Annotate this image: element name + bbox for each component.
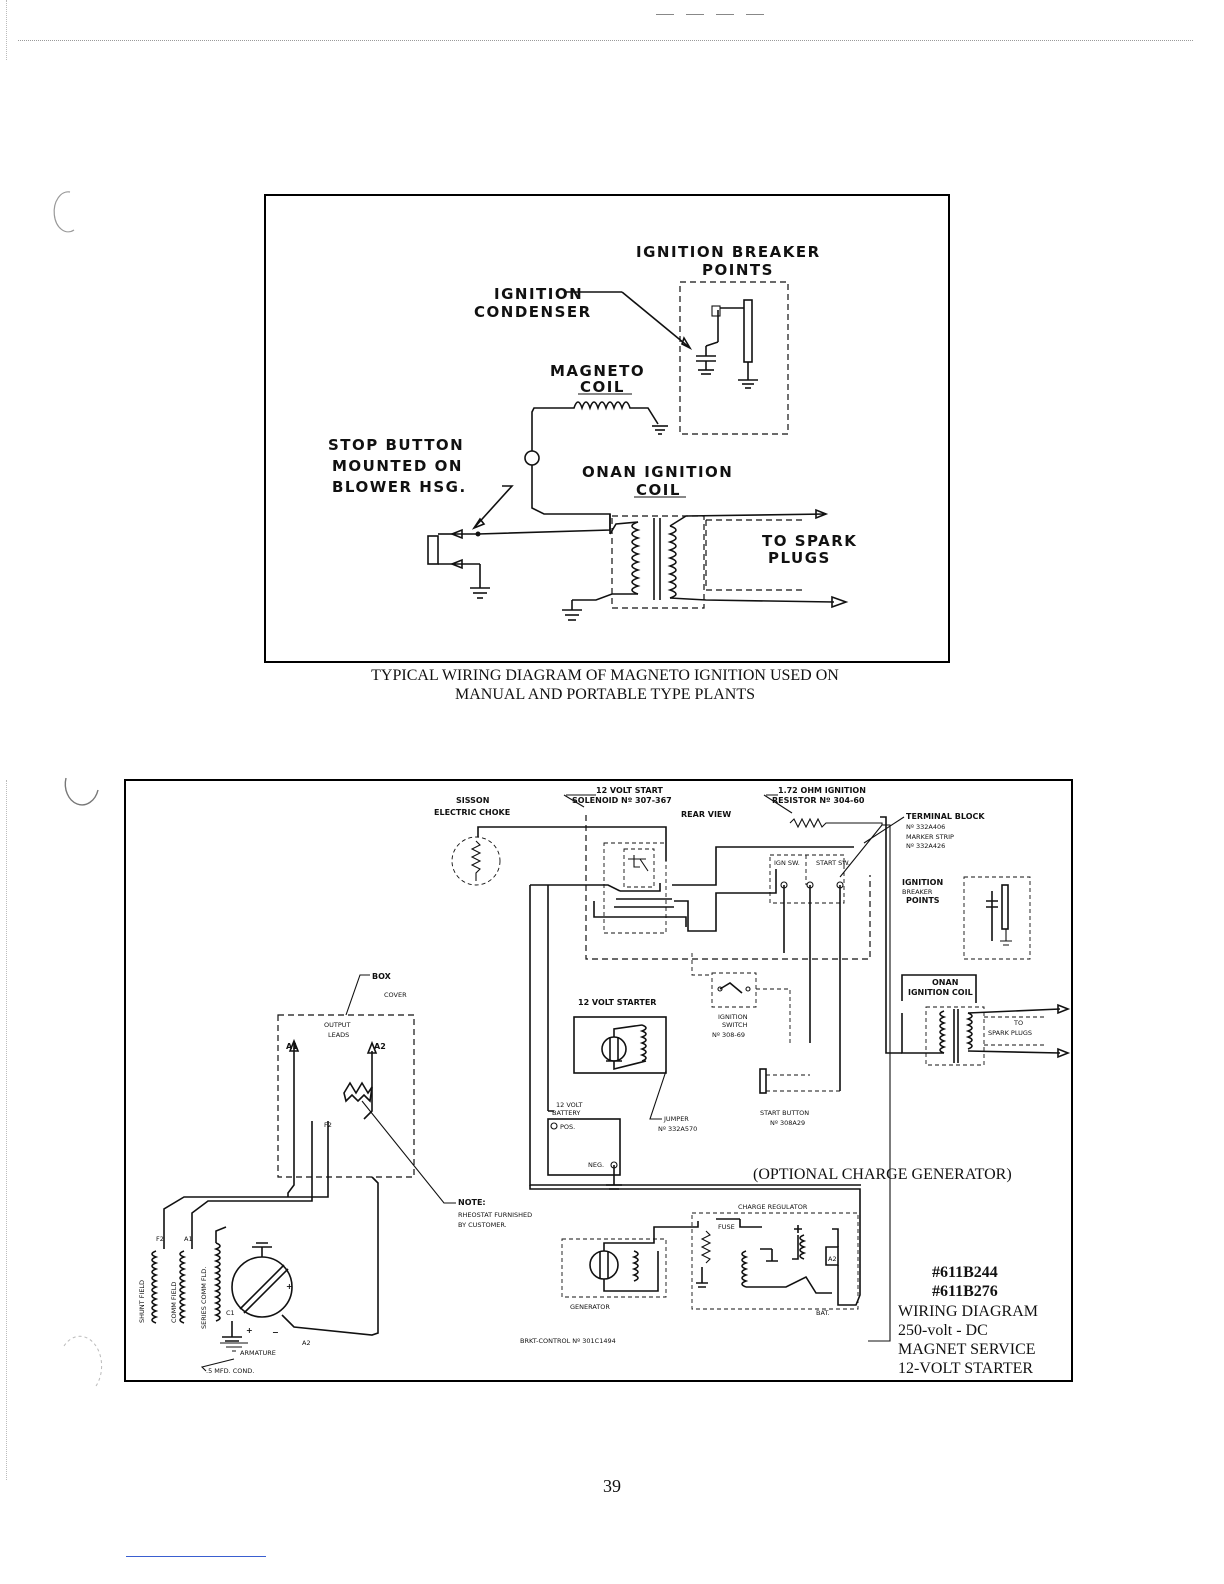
caption-line: MANUAL AND PORTABLE TYPE PLANTS bbox=[455, 686, 755, 703]
series-comm-field-label: SERIES COMM FLD. bbox=[200, 1267, 208, 1329]
diagram1-caption: TYPICAL WIRING DIAGRAM OF MAGNETO IGNITI… bbox=[264, 666, 946, 704]
battery-terminal-label: BAT. bbox=[816, 1309, 830, 1317]
stop-button-label: BLOWER HSG. bbox=[332, 478, 467, 496]
margin-mark bbox=[6, 0, 7, 60]
onan-coil-label: ONAN IGNITION bbox=[582, 463, 733, 481]
negative-terminal-label: NEG. bbox=[588, 1161, 604, 1169]
spark-plugs-label: TO SPARK bbox=[762, 532, 857, 550]
stop-button-label: MOUNTED ON bbox=[332, 457, 463, 475]
onan-coil-label: IGNITION COIL bbox=[908, 988, 973, 997]
stop-button-label: STOP BUTTON bbox=[328, 436, 464, 454]
armature-label: ARMATURE bbox=[240, 1349, 276, 1357]
solenoid-label: SOLENOID Nº 307-367 bbox=[572, 796, 672, 805]
diagram-title: WIRING DIAGRAM bbox=[898, 1303, 1038, 1320]
scan-artifact-dash bbox=[746, 14, 764, 15]
diagram-subtitle: MAGNET SERVICE bbox=[898, 1341, 1036, 1358]
start-button-label: START BUTTON bbox=[760, 1109, 809, 1117]
shunt-field-label: SHUNT FIELD bbox=[138, 1280, 146, 1323]
charge-regulator-label: CHARGE REGULATOR bbox=[738, 1203, 808, 1211]
margin-mark bbox=[6, 780, 7, 1480]
terminal-block-label: TERMINAL BLOCK bbox=[906, 812, 985, 821]
a2-label: A2 bbox=[374, 1042, 386, 1051]
ignition-switch-label: SWITCH bbox=[722, 1021, 748, 1029]
ignition-switch-label: Nº 308-69 bbox=[712, 1031, 745, 1039]
optional-charge-generator-label: (OPTIONAL CHARGE GENERATOR) bbox=[753, 1166, 1012, 1183]
jumper-label: JUMPER bbox=[663, 1115, 689, 1123]
a2-terminal-label: A2 bbox=[302, 1339, 311, 1347]
start-switch-label: START SW. bbox=[816, 859, 850, 867]
magneto-ignition-diagram: IGNITION BREAKER POINTS IGNITION CONDENS… bbox=[264, 194, 950, 663]
marker-strip-label: MARKER STRIP bbox=[906, 833, 954, 841]
f2-terminal-label: F2 bbox=[156, 1235, 164, 1243]
magnet-service-wiring-diagram: SISSON ELECTRIC CHOKE 12 VOLT START SOLE… bbox=[124, 779, 1073, 1382]
rear-view-label: REAR VIEW bbox=[681, 810, 731, 819]
start-button-label: Nº 308A29 bbox=[770, 1119, 805, 1127]
scan-artifact-dash bbox=[656, 14, 674, 15]
breaker-points-label: POINTS bbox=[906, 896, 940, 905]
breaker-points-label: IGNITION BREAKER bbox=[636, 243, 821, 261]
note-label: NOTE: bbox=[458, 1198, 486, 1207]
footer-rule bbox=[126, 1556, 266, 1557]
breaker-points-label: BREAKER bbox=[902, 888, 933, 896]
comm-field-label: COMM FIELD bbox=[170, 1282, 178, 1323]
diagram-subtitle: 250-volt - DC bbox=[898, 1322, 988, 1339]
spark-plugs-label: SPARK PLUGS bbox=[988, 1029, 1032, 1037]
binder-hole-mark bbox=[53, 191, 75, 233]
magneto-ignition-schematic: IGNITION BREAKER POINTS IGNITION CONDENS… bbox=[328, 243, 857, 621]
output-leads-label: LEADS bbox=[328, 1031, 349, 1039]
generator-label: GENERATOR bbox=[570, 1303, 610, 1311]
c1-terminal-label: C1 bbox=[226, 1309, 235, 1317]
condenser-label: .5 MFD. COND. bbox=[206, 1367, 254, 1375]
scan-artifact-line bbox=[18, 40, 1193, 41]
marker-strip-label: Nº 332A426 bbox=[906, 842, 945, 850]
caption-line: TYPICAL WIRING DIAGRAM OF MAGNETO IGNITI… bbox=[371, 667, 839, 684]
condenser-label: IGNITION bbox=[494, 285, 583, 303]
breaker-points-label: IGNITION bbox=[902, 878, 943, 887]
note-label: BY CUSTOMER. bbox=[458, 1221, 507, 1229]
fuse-label: FUSE bbox=[718, 1223, 735, 1231]
spark-plugs-label: PLUGS bbox=[768, 549, 831, 567]
choke-label: ELECTRIC CHOKE bbox=[434, 808, 510, 817]
box-cover-label: COVER bbox=[384, 991, 407, 999]
terminal-block-label: Nº 332A406 bbox=[906, 823, 945, 831]
magneto-coil-label: COIL bbox=[580, 378, 625, 396]
jumper-label: Nº 332A570 bbox=[658, 1125, 697, 1133]
battery-label: 12 VOLT bbox=[556, 1101, 583, 1109]
part-number: #611B276 bbox=[932, 1283, 998, 1300]
magneto-coil-label: MAGNETO bbox=[550, 362, 645, 380]
spark-plugs-label: TO bbox=[1013, 1019, 1023, 1027]
resistor-label: 1.72 OHM IGNITION bbox=[778, 786, 866, 795]
plus-terminal-label: + bbox=[246, 1326, 253, 1335]
diagram-subtitle: 12-VOLT STARTER bbox=[898, 1360, 1033, 1377]
starter-label: 12 VOLT STARTER bbox=[578, 998, 656, 1007]
regulator-a-label: A2 bbox=[828, 1255, 837, 1263]
condenser-label: CONDENSER bbox=[474, 303, 592, 321]
resistor-label: RESISTOR Nº 304-60 bbox=[772, 796, 865, 805]
binder-hole-mark bbox=[63, 1335, 103, 1387]
page-number: 39 bbox=[603, 1476, 621, 1496]
minus-terminal-label: − bbox=[272, 1328, 279, 1337]
a1-terminal-label: A1 bbox=[184, 1235, 193, 1243]
bracket-control-label: BRKT-CONTROL Nº 301C1494 bbox=[520, 1337, 616, 1345]
choke-label: SISSON bbox=[456, 796, 489, 805]
onan-coil-label: ONAN bbox=[932, 978, 958, 987]
part-number: #611B244 bbox=[932, 1264, 998, 1281]
ignition-switch-label: IGNITION bbox=[718, 1013, 748, 1021]
battery-label: BATTERY bbox=[552, 1109, 580, 1117]
note-label: RHEOSTAT FURNISHED bbox=[458, 1211, 532, 1219]
scan-artifact-dash bbox=[686, 14, 704, 15]
solenoid-label: 12 VOLT START bbox=[596, 786, 663, 795]
output-leads-label: OUTPUT bbox=[324, 1021, 351, 1029]
binder-hole-mark bbox=[64, 777, 99, 806]
positive-terminal-label: POS. bbox=[560, 1123, 575, 1131]
box-cover-label: BOX bbox=[372, 972, 392, 981]
magnet-service-schematic: SISSON ELECTRIC CHOKE 12 VOLT START SOLE… bbox=[138, 786, 1071, 1377]
ign-switch-label: IGN SW. bbox=[774, 859, 800, 867]
plus-terminal-label: + bbox=[286, 1282, 293, 1291]
onan-coil-label: COIL bbox=[636, 481, 681, 499]
scan-artifact-dash bbox=[716, 14, 734, 15]
breaker-points-label: POINTS bbox=[702, 261, 774, 279]
